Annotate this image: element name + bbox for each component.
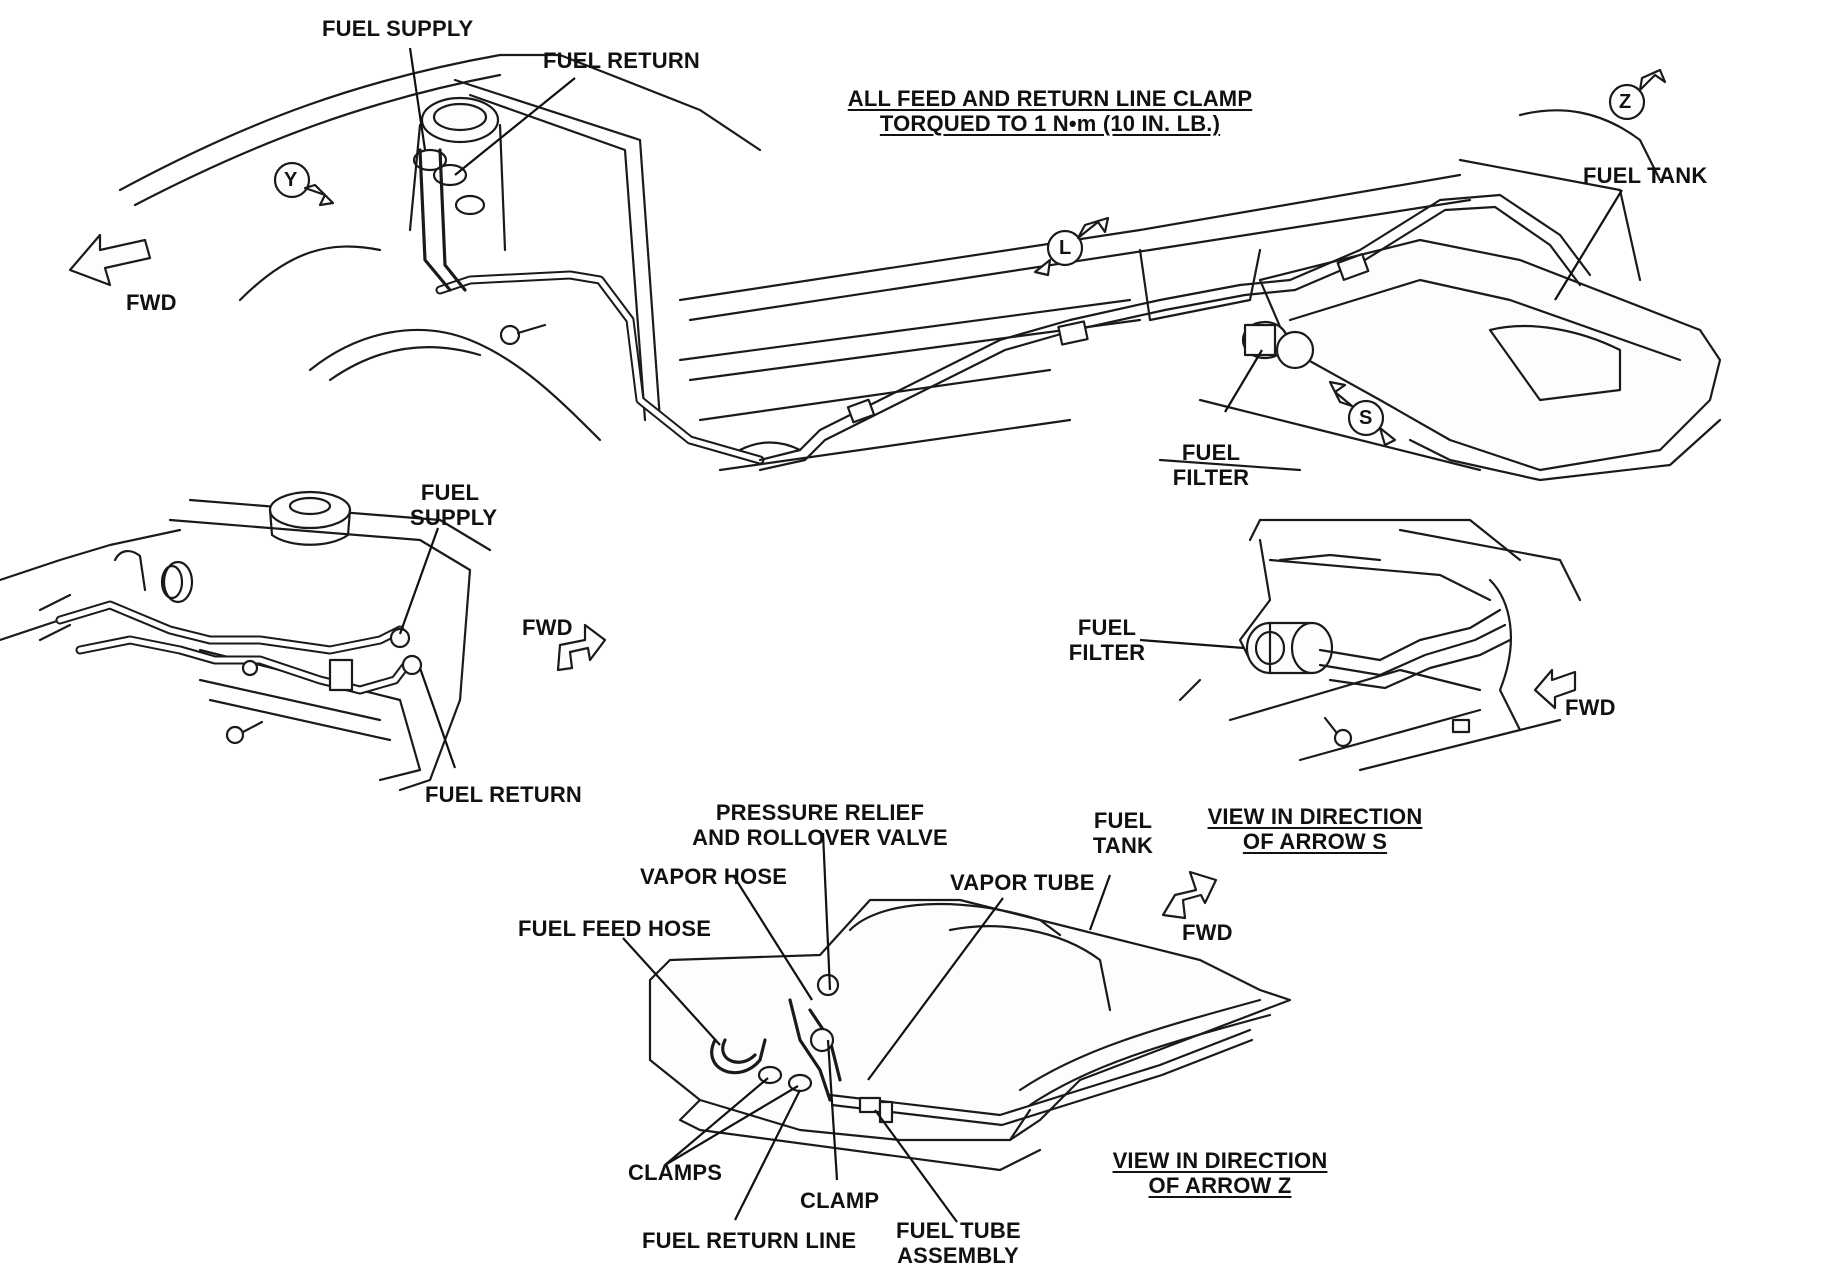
label-vapor-tube: VAPOR TUBE: [950, 870, 1095, 895]
label-top-fuel-supply: FUEL SUPPLY: [322, 16, 474, 41]
view-arrow-s-caption: VIEW IN DIRECTION OF ARROW S: [1195, 804, 1435, 854]
view-arrow-z-caption-line2: OF ARROW Z: [1148, 1173, 1292, 1198]
view-arrow-y-letter: Y: [284, 169, 298, 191]
label-z-fuel-tank: FUEL TANK: [1088, 808, 1158, 858]
label-mid-fuel-supply: FUEL SUPPLY: [410, 480, 498, 530]
view-arrow-s-letter: S: [1359, 407, 1373, 429]
fuel-filter-top: [1241, 320, 1315, 370]
label-fuel-tube-assembly-line1: FUEL TUBE: [896, 1218, 1021, 1243]
label-vapor-hose: VAPOR HOSE: [640, 864, 788, 889]
label-top-fwd: FWD: [126, 290, 177, 315]
fwd-arrow-icon: [68, 233, 152, 287]
label-mid-fuel-return: FUEL RETURN: [425, 782, 583, 807]
label-mid-fuel-supply-line1: FUEL: [420, 480, 480, 505]
bolt-icon: [499, 323, 547, 346]
label-fuel-return-line: FUEL RETURN LINE: [642, 1228, 857, 1253]
label-clamps: CLAMPS: [628, 1160, 723, 1185]
label-z-fuel-tank-line2: TANK: [1092, 833, 1154, 858]
label-fuel-tube-assembly: FUEL TUBE ASSEMBLY: [896, 1218, 1021, 1268]
fwd-arrow-icon: [1533, 668, 1577, 710]
label-pressure-relief-line2: AND ROLLOVER VALVE: [692, 825, 948, 850]
label-s-fuel-filter: FUEL FILTER: [1068, 615, 1146, 665]
label-s-fwd: FWD: [1565, 695, 1616, 720]
label-s-fuel-filter-line2: FILTER: [1068, 640, 1146, 665]
view-arrow-s-caption-line2: OF ARROW S: [1242, 829, 1388, 854]
view-direction-arrow-icon: [273, 161, 335, 207]
label-top-fuel-tank: FUEL TANK: [1583, 163, 1708, 188]
label-pressure-relief-line1: PRESSURE RELIEF: [715, 800, 925, 825]
label-top-fuel-filter-line1: FUEL: [1181, 440, 1241, 465]
view-arrow-z-caption-line1: VIEW IN DIRECTION: [1112, 1148, 1328, 1173]
view-direction-arrow-icon: [1328, 380, 1397, 447]
label-pressure-relief-valve: PRESSURE RELIEF AND ROLLOVER VALVE: [690, 800, 950, 850]
fwd-arrow-icon: [1161, 870, 1218, 920]
view-arrow-s-caption-line1: VIEW IN DIRECTION: [1207, 804, 1423, 829]
clamp-torque-note-line1: ALL FEED AND RETURN LINE CLAMP: [847, 86, 1253, 111]
label-z-fwd: FWD: [1182, 920, 1233, 945]
view-arrow-z-letter: Z: [1619, 91, 1632, 113]
view-direction-arrow-icon: [1608, 68, 1667, 121]
bolt-icon: [1323, 716, 1353, 748]
label-top-fuel-filter: FUEL FILTER: [1172, 440, 1250, 490]
label-mid-fuel-supply-line2: SUPPLY: [410, 505, 498, 530]
fuel-supply-detail-view: [0, 490, 492, 792]
label-s-fuel-filter-line1: FUEL: [1077, 615, 1137, 640]
view-arrow-z-caption: VIEW IN DIRECTION OF ARROW Z: [1100, 1148, 1340, 1198]
clamp-icon: [846, 398, 876, 424]
label-mid-fwd: FWD: [522, 615, 573, 640]
clamp-icon: [858, 1096, 882, 1114]
fwd-arrow-icon: [556, 623, 607, 672]
arrow-z-detail-view: [648, 898, 1292, 1172]
label-top-fuel-return: FUEL RETURN: [543, 48, 701, 73]
clamp-torque-note-line2: TORQUED TO 1 N•m (10 IN. LB.): [879, 111, 1221, 136]
view-direction-arrow-icon: [1033, 216, 1110, 277]
top-main-view: [118, 53, 1722, 482]
bolt-icon: [225, 720, 264, 745]
fuel-filter-s-view: [1245, 621, 1334, 675]
view-arrow-l-letter: L: [1059, 237, 1072, 259]
clamp-torque-note: ALL FEED AND RETURN LINE CLAMP TORQUED T…: [830, 86, 1270, 136]
label-clamp: CLAMP: [800, 1188, 880, 1213]
label-fuel-feed-hose: FUEL FEED HOSE: [518, 916, 712, 941]
arrow-s-detail-view: [1178, 518, 1582, 772]
label-fuel-tube-assembly-line2: ASSEMBLY: [897, 1243, 1019, 1268]
label-top-fuel-filter-line2: FILTER: [1172, 465, 1250, 490]
label-z-fuel-tank-line1: FUEL: [1093, 808, 1153, 833]
